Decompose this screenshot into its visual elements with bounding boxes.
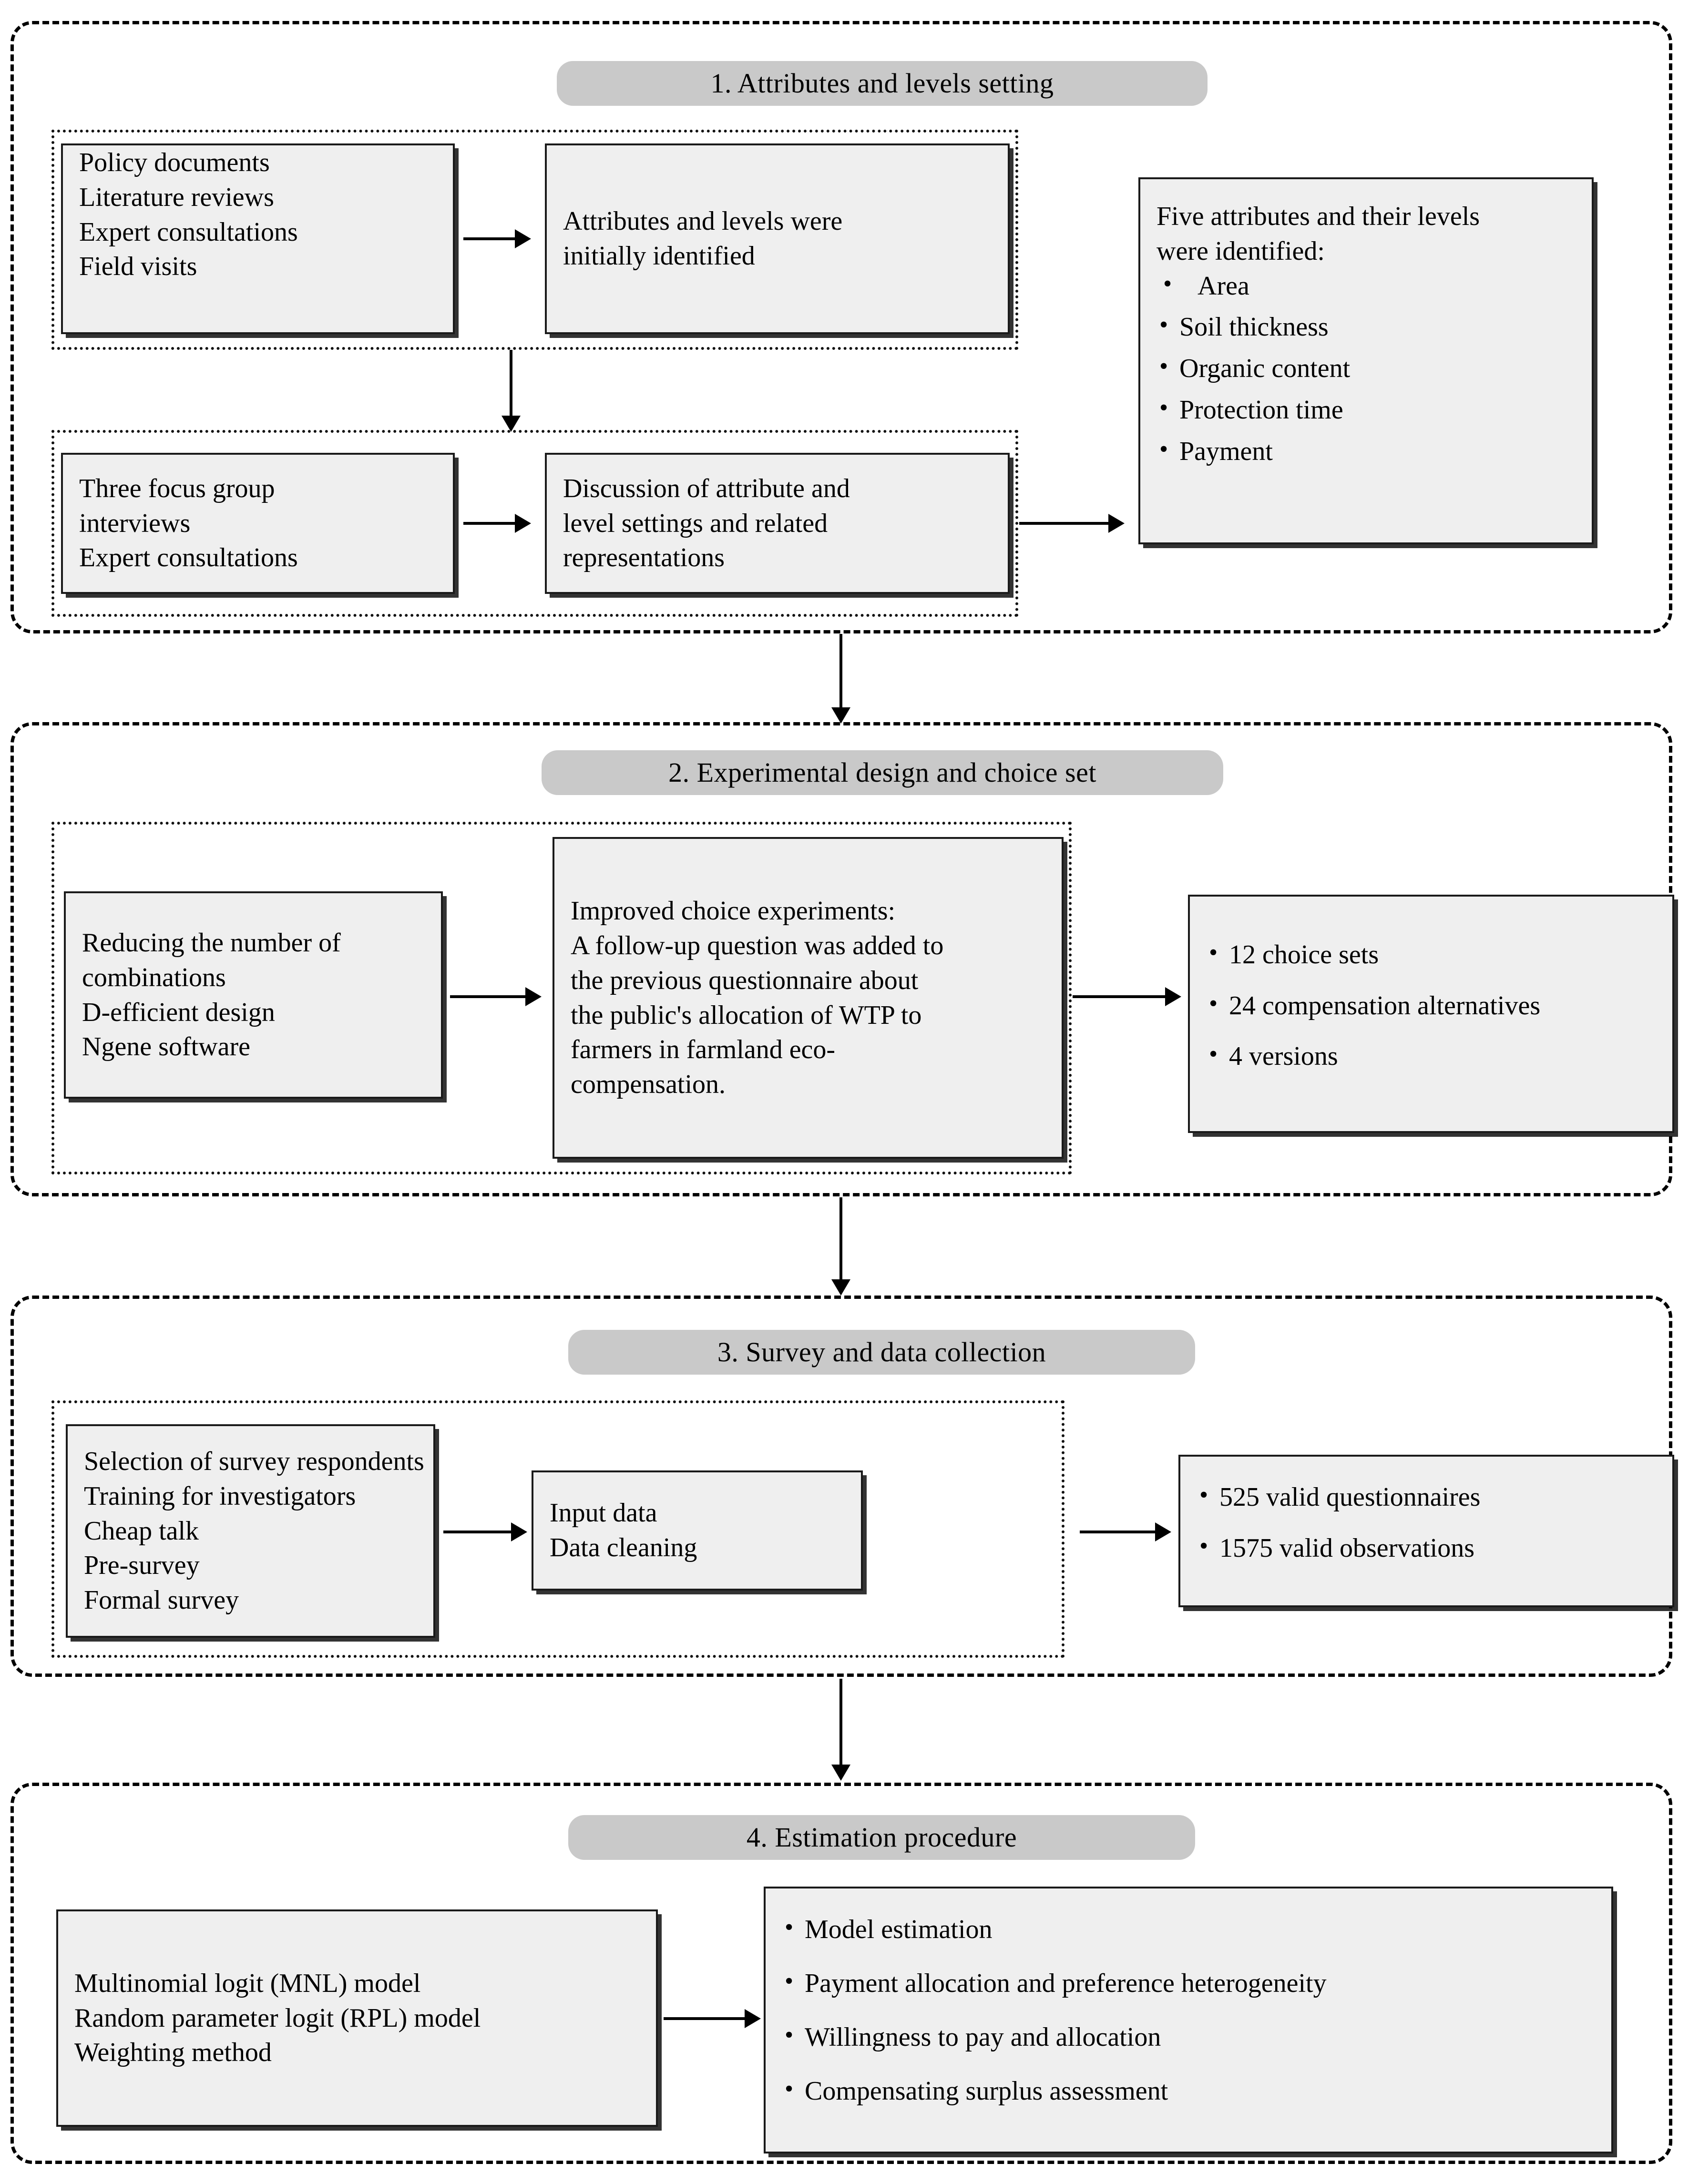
- list-item: Model estimation: [782, 1911, 1595, 1947]
- five-attributes-title: were identified:: [1157, 236, 1325, 266]
- improved-line: compensation.: [571, 1070, 726, 1100]
- box-estimation-outputs: Model estimation Payment allocation and …: [764, 1887, 1613, 2153]
- arrow-discussion-to-results: [1019, 522, 1122, 525]
- list-item: Organic content: [1157, 350, 1576, 386]
- focus-line: Three focus group: [79, 473, 275, 503]
- improved-line: Improved choice experiments:: [571, 896, 896, 926]
- list-item: Compensating surplus assessment: [782, 2073, 1595, 2109]
- list-item: 12 choice sets: [1206, 937, 1656, 972]
- box-discussion: Discussion of attribute and level settin…: [545, 453, 1010, 594]
- survey-step-line: Training for investigators: [84, 1481, 356, 1511]
- box-focus-groups: Three focus group interviews Expert cons…: [61, 453, 455, 594]
- design-line: Reducing the number of: [82, 928, 341, 958]
- list-item: 525 valid questionnaires: [1197, 1479, 1656, 1515]
- box-choice-set-outputs: 12 choice sets 24 compensation alternati…: [1188, 895, 1674, 1133]
- arrow-sources-to-initial: [463, 237, 528, 240]
- initial-line: initially identified: [563, 241, 755, 271]
- stage-2-header-pill: 2. Experimental design and choice set: [542, 750, 1223, 795]
- box-estimation-models: Multinomial logit (MNL) model Random par…: [56, 1909, 658, 2127]
- arrow-focus-to-discussion: [463, 522, 528, 525]
- list-item: Payment allocation and preference hetero…: [782, 1965, 1595, 2001]
- stage-2-group: [51, 822, 1072, 1174]
- discussion-line: representations: [563, 543, 725, 573]
- model-line: Random parameter logit (RPL) model: [74, 2003, 481, 2033]
- arrow-design-to-improved: [450, 995, 539, 998]
- stage-3-group: [51, 1400, 1064, 1658]
- design-line: D-efficient design: [82, 997, 275, 1027]
- design-line: combinations: [82, 962, 226, 992]
- stage-4-container: [10, 1783, 1672, 2164]
- arrow-models-to-outputs: [664, 2017, 758, 2020]
- arrow-survey-to-data: [443, 1531, 524, 1533]
- stage-1-header-label: 1. Attributes and levels setting: [710, 68, 1054, 99]
- source-line: Field visits: [79, 252, 197, 282]
- focus-line: Expert consultations: [79, 543, 298, 573]
- survey-step-line: Formal survey: [84, 1585, 239, 1615]
- stage-1-container: [10, 21, 1672, 633]
- arrow-stage1-to-stage2: [839, 634, 842, 721]
- list-item: 1575 valid observations: [1197, 1530, 1656, 1566]
- improved-line: the previous questionnaire about: [571, 965, 919, 995]
- choice-set-output-list: 12 choice sets 24 compensation alternati…: [1206, 937, 1656, 1090]
- source-line: Policy documents: [79, 148, 270, 177]
- box-design-method: Reducing the number of combinations D-ef…: [64, 891, 443, 1099]
- list-item: Protection time: [1157, 392, 1576, 428]
- five-attributes-title: Five attributes and their levels: [1157, 202, 1480, 231]
- arrow-improved-to-outputs: [1073, 995, 1178, 998]
- stage-3-header-pill: 3. Survey and data collection: [568, 1330, 1195, 1375]
- list-item: Area: [1157, 268, 1576, 304]
- stage-3-header-label: 3. Survey and data collection: [717, 1337, 1046, 1368]
- improved-line: A follow-up question was added to: [571, 930, 944, 960]
- arrow-data-to-results: [1080, 1531, 1168, 1533]
- box-five-attributes: Five attributes and their levels were id…: [1138, 177, 1594, 544]
- model-line: Multinomial logit (MNL) model: [74, 1968, 421, 1998]
- estimation-outputs-list: Model estimation Payment allocation and …: [782, 1911, 1595, 2127]
- focus-line: interviews: [79, 508, 191, 538]
- discussion-line: level settings and related: [563, 508, 828, 538]
- source-line: Literature reviews: [79, 182, 274, 212]
- stage-1-group-bottom: [51, 430, 1018, 617]
- stage-1-header-pill: 1. Attributes and levels setting: [557, 61, 1208, 106]
- list-item: 24 compensation alternatives: [1206, 988, 1656, 1023]
- survey-step-line: Pre-survey: [84, 1551, 200, 1581]
- list-item: 4 versions: [1206, 1038, 1656, 1074]
- arrow-top-group-to-bottom-group: [510, 350, 512, 429]
- design-line: Ngene software: [82, 1032, 250, 1062]
- model-line: Weighting method: [74, 2038, 272, 2068]
- stage-4-header-label: 4. Estimation procedure: [746, 1822, 1017, 1853]
- stage-4-header-pill: 4. Estimation procedure: [568, 1815, 1195, 1860]
- box-improved-choice-experiments: Improved choice experiments: A follow-up…: [553, 837, 1064, 1159]
- box-survey-steps: Selection of survey respondents Training…: [66, 1424, 435, 1638]
- list-item: Soil thickness: [1157, 309, 1576, 345]
- list-item: Willingness to pay and allocation: [782, 2019, 1595, 2055]
- box-initial-identification: Attributes and levels were initially ide…: [545, 143, 1010, 334]
- five-attributes-list: Area Soil thickness Organic content Prot…: [1157, 268, 1576, 476]
- data-step-line: Data cleaning: [550, 1533, 697, 1562]
- box-data-processing: Input data Data cleaning: [532, 1470, 863, 1591]
- stage-1-group-top: [51, 130, 1018, 350]
- data-step-line: Input data: [550, 1498, 657, 1528]
- box-information-sources: Policy documents Literature reviews Expe…: [61, 143, 455, 334]
- stage-2-header-label: 2. Experimental design and choice set: [668, 757, 1096, 788]
- source-line: Expert consultations: [79, 217, 298, 247]
- survey-step-line: Selection of survey respondents: [84, 1447, 424, 1476]
- arrow-stage3-to-stage4: [839, 1679, 842, 1778]
- discussion-line: Discussion of attribute and: [563, 473, 850, 503]
- survey-step-line: Cheap talk: [84, 1516, 199, 1546]
- improved-line: farmers in farmland eco-: [571, 1035, 836, 1065]
- arrow-stage2-to-stage3: [839, 1197, 842, 1293]
- improved-line: the public's allocation of WTP to: [571, 1000, 922, 1030]
- survey-results-list: 525 valid questionnaires 1575 valid obse…: [1197, 1479, 1656, 1582]
- list-item: Payment: [1157, 433, 1576, 469]
- initial-line: Attributes and levels were: [563, 206, 843, 236]
- box-survey-results: 525 valid questionnaires 1575 valid obse…: [1178, 1455, 1674, 1607]
